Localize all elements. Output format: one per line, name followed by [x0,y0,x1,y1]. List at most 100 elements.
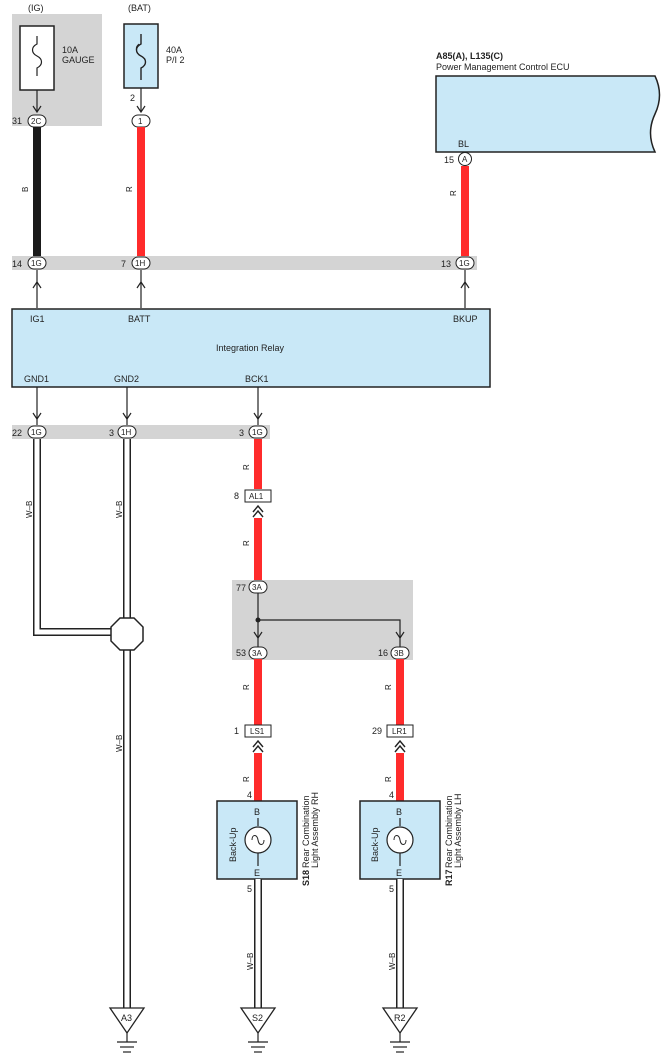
fuse-ig-rating: 10A [62,45,78,55]
j3a-bottom-pin: 53 [236,648,246,658]
lamp-lh-label: Back-Up [370,827,380,862]
wire-color-r-lamp-rh: R [242,776,251,782]
relay-terminal-bck1: BCK1 [245,374,269,384]
connector-ls1-label: LS1 [250,727,265,736]
fuse-ig-pin: 31 [12,116,22,126]
connector-al1 [244,489,272,503]
connector-a [458,152,472,166]
wire-r-to-ls1 [254,659,262,725]
connector-1g-top-bkup-label: 1G [459,259,470,268]
ground-a3-label: A3 [121,1013,132,1023]
connector-1g-bottom-bck-label: 1G [252,428,263,437]
wire-color-r-bat: R [125,186,134,192]
connector-2c-label: 2C [31,117,41,126]
connector-1g-top-ig [27,256,47,270]
wire-color-wb-3: W–B [115,735,124,752]
lamp-lh-name-2: Light Assembly LH [453,793,463,868]
harness-band-top [12,256,477,270]
fuse-bat-pin: 2 [130,93,135,103]
ecu-body [435,75,661,153]
splice-point [110,617,144,651]
wire-color-wb-2: W–B [115,501,124,518]
fuse-bat-source: (BAT) [128,3,151,13]
lamp-rh-pin-e: 5 [247,884,252,894]
fuse-ig-body [19,25,55,91]
connector-1g-bottom-gnd [27,425,47,439]
al1-pin: 8 [234,491,239,501]
fuse-ig-name: GAUGE [62,55,95,65]
relay-bottom-pin-1: 22 [12,428,22,438]
wire-wb-gnd1 [33,439,116,636]
relay-terminal-ig1: IG1 [30,314,45,324]
lr1-pin: 29 [372,726,382,736]
ground-icon [108,1007,146,1053]
relay-top-pin-3: 13 [441,259,451,269]
connector-3a-top-label: 3A [252,583,262,592]
wire-r-bck1 [254,439,262,489]
relay-top-pin-1: 14 [12,259,22,269]
connector-1g-bottom-gnd-label: 1G [31,428,42,437]
fuse-icon [31,36,43,76]
wire-r-al1-3a [254,518,262,580]
lamp-rh-term-b: B [254,807,260,817]
wire-b-ig [33,127,41,256]
ecu-name: Power Management Control ECU [436,62,570,72]
wire-color-b: B [21,187,30,192]
connector-lr1 [386,724,414,738]
wire-color-r-lr1: R [384,684,393,690]
relay-terminal-bkup: BKUP [453,314,478,324]
connector-lr1-label: LR1 [392,727,407,736]
wire-color-r-bck1: R [242,464,251,470]
connector-1h-top-label: 1H [135,259,145,268]
connector-1g-bottom-bck [248,425,268,439]
connector-3b-label: 3B [394,649,404,658]
relay-bottom-pin-3: 3 [239,428,244,438]
wire-r-ls1-lamp [254,753,262,801]
lamp-rh-code: S18 [301,870,311,886]
ground-s2-label: S2 [252,1013,263,1023]
lamp-rh-name-2: Light Assembly RH [310,792,320,868]
wire-r-to-lr1 [396,659,404,725]
lamp-rh-label: Back-Up [228,827,238,862]
ground-icon [239,1007,277,1053]
wire-color-wb-lh: W–B [388,953,397,970]
relay-bottom-pin-2: 3 [109,428,114,438]
relay-top-pin-2: 7 [121,259,126,269]
connector-1g-top-ig-label: 1G [31,259,42,268]
lamp-lh-term-e: E [396,868,402,878]
connector-1h-bottom-label: 1H [121,428,131,437]
lamp-lh-pin-e: 5 [389,884,394,894]
wire-color-r-ls1: R [242,684,251,690]
connector-a-label: A [462,155,468,164]
ecu-terminal-bl: BL [458,139,469,149]
ground-icon [381,1007,419,1053]
wire-color-r-ecu: R [449,190,458,196]
fuse-bat-name: P/I 2 [166,55,185,65]
wire-r-lr1-lamp [396,753,404,801]
connector-1h-top [131,256,151,270]
lamp-lh-code: R17 [444,869,454,886]
connector-1g-top-bkup [455,256,475,270]
wire-r-bat [137,127,145,256]
lamp-rh-term-e: E [254,868,260,878]
fuse-bat-rating: 40A [166,45,182,55]
wire-color-r-al1: R [242,540,251,546]
relay-name: Integration Relay [216,343,285,353]
j3b-pin: 16 [378,648,388,658]
j3a-top-pin: 77 [236,583,246,593]
relay-terminal-gnd1: GND1 [24,374,49,384]
harness-band-bottom [12,425,270,439]
ecu-code: A85(A), L135(C) [436,51,503,61]
wire-r-ecu [461,166,469,256]
connector-al1-label: AL1 [249,492,264,501]
integration-relay-body [11,308,491,388]
wire-color-wb-rh: W–B [246,953,255,970]
lamp-rh-pin-b: 4 [247,790,252,800]
relay-terminal-batt: BATT [128,314,151,324]
wire-color-r-lamp-lh: R [384,776,393,782]
ground-r2-label: R2 [394,1013,406,1023]
lamp-lh-pin-b: 4 [389,790,394,800]
relay-terminal-gnd2: GND2 [114,374,139,384]
connector-1h-bottom [117,425,137,439]
